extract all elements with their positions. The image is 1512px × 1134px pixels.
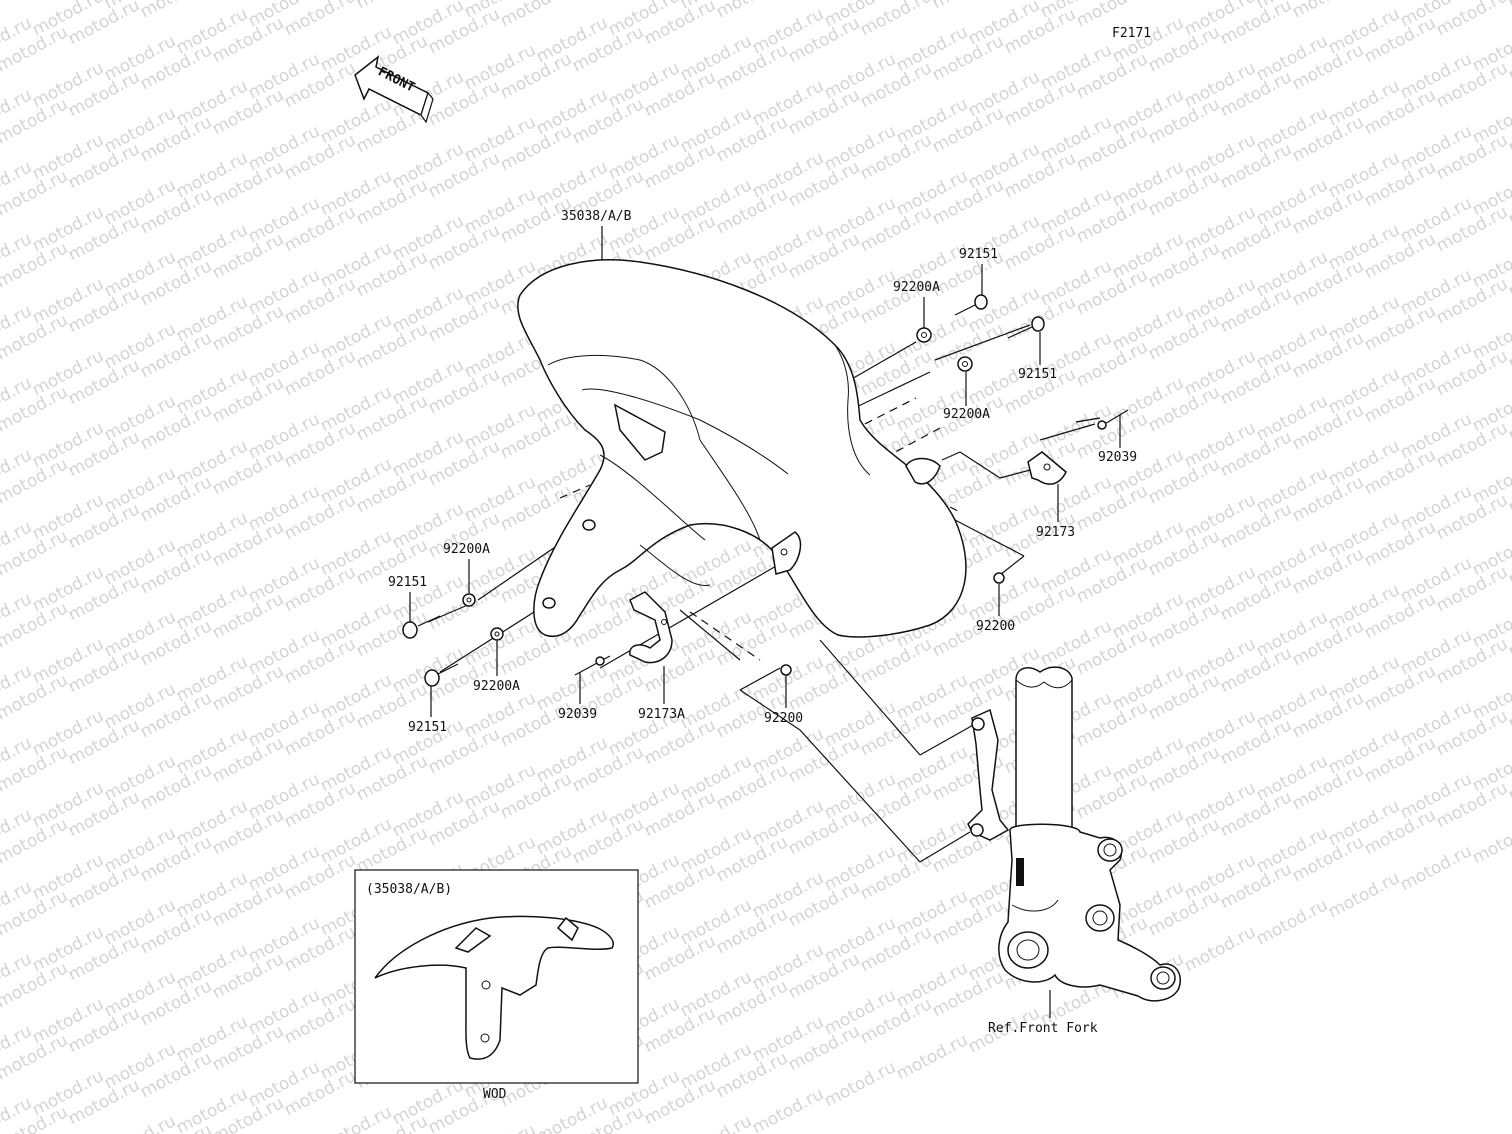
bolt-left-bottom-icon bbox=[424, 663, 459, 687]
watermark-text: motod.ru bbox=[1469, 814, 1512, 868]
watermark-text: motod.ru bbox=[821, 1057, 899, 1111]
callout-washer-right: 92200A bbox=[943, 407, 990, 422]
inset-panel: (35038/A/B) WOD bbox=[354, 869, 639, 1102]
callout-washer-top: 92200A bbox=[893, 280, 940, 295]
watermark-text: motod.ru bbox=[101, 1111, 179, 1134]
front-fork bbox=[967, 666, 1181, 1018]
watermark-text: motod.ru bbox=[893, 1030, 971, 1084]
nut-center-icon bbox=[780, 664, 792, 676]
watermark-text: motod.ru bbox=[1325, 868, 1403, 922]
callout-pin-right: 92039 bbox=[1098, 450, 1137, 465]
bolt-right-icon bbox=[1007, 316, 1045, 339]
watermark-text: motod.ru bbox=[497, 0, 575, 31]
inset-fender bbox=[374, 915, 614, 1060]
watermark-text: motod.ru bbox=[749, 1084, 827, 1134]
clamp-left-icon bbox=[629, 591, 673, 664]
watermark-text: motod.ru bbox=[1145, 0, 1223, 4]
washer-left-bottom-icon bbox=[490, 627, 504, 641]
watermark-text: motod.ru bbox=[677, 1111, 755, 1134]
watermark-text: motod.ru bbox=[569, 0, 647, 4]
fender-emblem bbox=[905, 457, 941, 485]
watermark-text: motod.ru bbox=[1181, 922, 1259, 976]
callout-clamp-right: 92173 bbox=[1036, 525, 1075, 540]
washer-top-icon bbox=[916, 327, 932, 343]
watermark-text: motod.ru bbox=[137, 0, 215, 22]
callout-nut-right: 92200 bbox=[976, 619, 1015, 634]
watermark-text: motod.ru bbox=[353, 0, 431, 13]
pin-right-icon bbox=[1097, 409, 1129, 430]
callout-bolt-left-top: 92151 bbox=[388, 575, 427, 590]
nut-right-icon bbox=[993, 572, 1005, 584]
front-fender bbox=[517, 259, 967, 638]
callout-nut-center: 92200 bbox=[764, 711, 803, 726]
fork-decal bbox=[1016, 858, 1024, 886]
callout-fork-ref: Ref.Front Fork bbox=[988, 1021, 1098, 1036]
callout-bolt-right: 92151 bbox=[1018, 367, 1057, 382]
figure-code: F2171 bbox=[1112, 26, 1151, 41]
callout-pin-left: 92039 bbox=[558, 707, 597, 722]
callout-bolt-top: 92151 bbox=[959, 247, 998, 262]
watermark-text: motod.ru bbox=[1397, 841, 1475, 895]
inset-vent bbox=[454, 927, 492, 953]
watermark-text: motod.ru bbox=[1289, 0, 1367, 22]
washer-right-icon bbox=[957, 356, 973, 372]
fender-vent bbox=[613, 403, 666, 461]
inset-caption: WOD bbox=[483, 1087, 507, 1102]
fender-bracket bbox=[771, 531, 802, 575]
watermark-text: motod.ru bbox=[929, 0, 1007, 13]
callout-washer-left-bottom: 92200A bbox=[473, 679, 520, 694]
callouts: 35038/A/B 92151 92200A 92151 92200A 9203… bbox=[388, 209, 1137, 1036]
inset-title: (35038/A/B) bbox=[366, 882, 452, 897]
watermark-text: motod.ru bbox=[0, 0, 71, 4]
watermark-text: motod.ru bbox=[1253, 895, 1331, 949]
callout-fender: 35038/A/B bbox=[561, 209, 632, 224]
callout-clamp-left: 92173A bbox=[638, 707, 685, 722]
callout-bolt-left-bottom: 92151 bbox=[408, 720, 447, 735]
watermark-text: motod.ru bbox=[317, 1102, 395, 1134]
clamp-right-icon bbox=[1027, 451, 1067, 485]
bolt-top-icon bbox=[954, 294, 988, 316]
callout-washer-left-top: 92200A bbox=[443, 542, 490, 557]
pin-left-icon bbox=[574, 655, 611, 676]
washer-left-top-icon bbox=[462, 593, 476, 607]
watermark-text: motod.ru bbox=[461, 1120, 539, 1134]
watermark-text: motod.ru bbox=[713, 0, 791, 22]
connection-lines bbox=[427, 324, 1101, 863]
